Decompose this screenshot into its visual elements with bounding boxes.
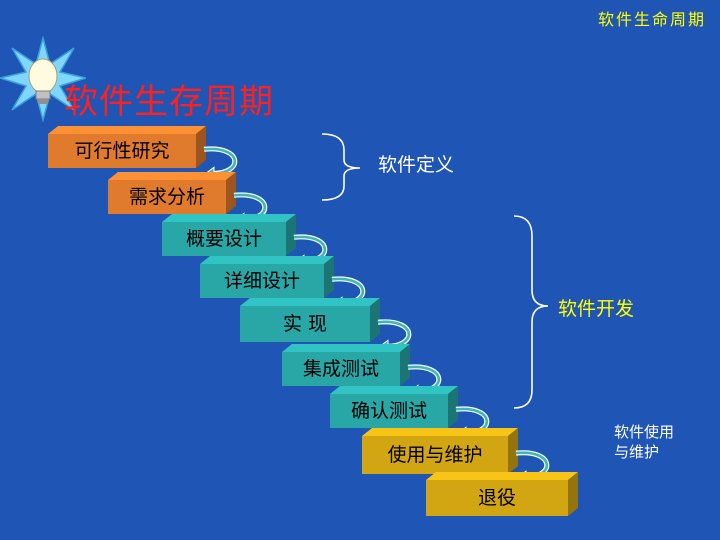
- stage-box-side: [286, 214, 296, 256]
- stage-box-side: [508, 428, 518, 474]
- stage-box-5: [240, 298, 380, 342]
- group-label-development: 软件开发: [558, 298, 635, 320]
- stage-box-top: [200, 256, 334, 264]
- stage-box-2: [108, 172, 236, 214]
- stage-label-6: 集成测试: [302, 358, 379, 380]
- stage-label-5: 实 现: [282, 313, 328, 335]
- stage-box-side: [370, 298, 380, 342]
- group-label-usage-line2: 与维护: [614, 443, 660, 461]
- stage-box-side: [400, 344, 410, 386]
- lightbulb-star-icon: [0, 36, 86, 122]
- stage-box-8: [362, 428, 518, 474]
- stage-box-side: [324, 256, 334, 298]
- stage-box-front: [240, 306, 370, 342]
- stage-box-6: [282, 344, 410, 386]
- stage-label-9: 退役: [477, 487, 516, 509]
- stage-box-front: [48, 134, 196, 168]
- stage-box-front: [108, 180, 226, 214]
- stage-box-front: [162, 222, 286, 256]
- stage-box-9: [426, 472, 578, 516]
- stage-box-1: [48, 126, 206, 168]
- stage-box-top: [108, 172, 236, 180]
- page-title: 软件生存周期: [64, 82, 274, 122]
- stage-box-side: [196, 126, 206, 168]
- stage-box-side: [226, 172, 236, 214]
- stage-box-front: [426, 480, 568, 516]
- stage-box-top: [330, 386, 458, 394]
- stage-label-3: 概要设计: [185, 228, 262, 250]
- stage-label-2: 需求分析: [128, 186, 205, 208]
- corner-title: 软件生命周期: [597, 10, 706, 29]
- stage-box-side: [568, 472, 578, 516]
- stage-box-top: [282, 344, 410, 352]
- stage-box-front: [200, 264, 324, 298]
- stage-box-3: [162, 214, 296, 256]
- stage-label-8: 使用与维护: [387, 444, 483, 466]
- group-label-usage: 软件使用 与维护: [614, 422, 704, 462]
- stage-box-front: [330, 394, 448, 428]
- stage-box-front: [362, 436, 508, 474]
- stage-box-top: [362, 428, 518, 436]
- stage-label-7: 确认测试: [350, 400, 427, 422]
- stage-label-1: 可行性研究: [74, 140, 170, 162]
- stage-box-front: [282, 352, 400, 386]
- stage-box-side: [448, 386, 458, 428]
- stage-box-4: [200, 256, 334, 298]
- stage-box-top: [426, 472, 578, 480]
- stage-box-7: [330, 386, 458, 428]
- stage-box-top: [240, 298, 380, 306]
- stage-box-top: [48, 126, 206, 134]
- group-label-usage-line1: 软件使用: [614, 423, 675, 441]
- stage-label-4: 详细设计: [223, 270, 300, 292]
- stage-box-top: [162, 214, 296, 222]
- group-label-definition: 软件定义: [378, 154, 455, 176]
